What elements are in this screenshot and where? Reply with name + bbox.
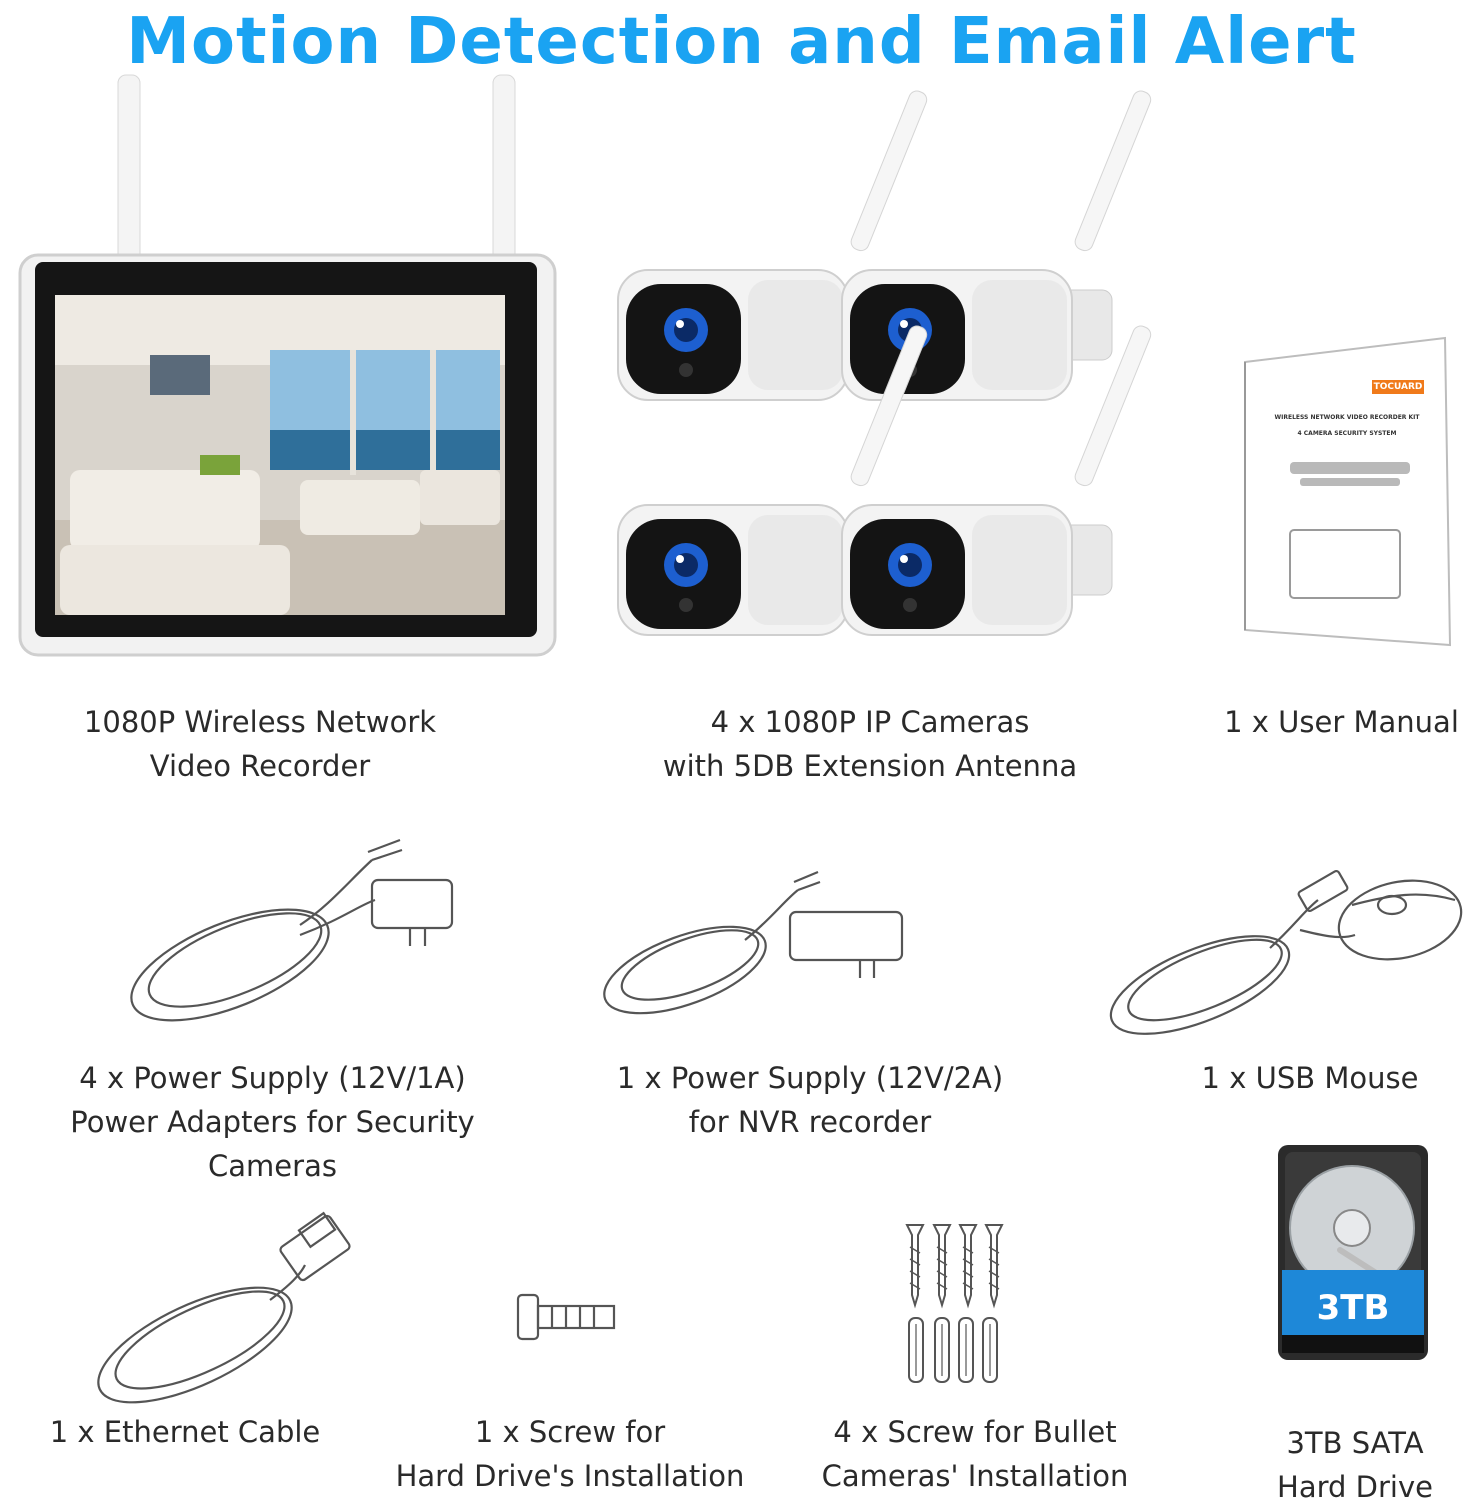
manual-subheading: 4 CAMERA SECURITY SYSTEM [1297,430,1397,437]
usb-mouse-icon [1109,869,1463,1035]
power-adapter-icon [130,838,454,1022]
screw-icon [516,1293,616,1341]
nvr-monitor-icon [18,74,557,657]
manual-caption: 1 x User Manual [1200,700,1483,744]
cameras-caption: 4 x 1080P IP Cameras with 5DB Extension … [620,700,1120,788]
hard-drive-icon [1278,1145,1428,1360]
power-adapter-icon [603,870,904,1015]
caption-line: Hard Drive's Installation [395,1459,745,1493]
user-manual-icon [1244,336,1452,647]
caption-line: 1 x Screw for [474,1415,666,1449]
caption-line: Video Recorder [149,749,371,783]
caption-line: Cameras' Installation [821,1459,1129,1493]
caption-line: 4 x Screw for Bullet [833,1415,1117,1449]
caption-line: Power Adapters for Security [70,1105,475,1139]
ethernet-cable-icon [97,1211,351,1404]
hdd-label: 3TB [1316,1288,1390,1328]
caption-line: with 5DB Extension Antenna [662,749,1078,783]
caption-line: 3TB SATA [1286,1426,1424,1460]
nvr-caption: 1080P Wireless Network Video Recorder [30,700,490,788]
power-supply-nvr-caption: 1 x Power Supply (12V/2A) for NVR record… [570,1056,1050,1144]
power-supply-cameras-caption: 4 x Power Supply (12V/1A) Power Adapters… [20,1056,525,1188]
caption-line: 1 x Ethernet Cable [49,1415,321,1449]
caption-line: Cameras [208,1149,337,1183]
ethernet-caption: 1 x Ethernet Cable [30,1410,340,1454]
caption-line: 4 x 1080P IP Cameras [710,705,1030,739]
hdd-screw-caption: 1 x Screw for Hard Drive's Installation [370,1410,770,1498]
caption-line: Hard Drive [1277,1470,1433,1504]
page-title: Motion Detection and Email Alert [126,5,1357,79]
caption-line: 1 x USB Mouse [1201,1061,1419,1095]
caption-line: 1 x Power Supply (12V/2A) [616,1061,1004,1095]
caption-line: 4 x Power Supply (12V/1A) [79,1061,466,1095]
caption-line: 1 x User Manual [1224,705,1459,739]
camera-screws-caption: 4 x Screw for Bullet Cameras' Installati… [790,1410,1160,1498]
manual-brand: TOCUARD [1373,382,1423,392]
hard-drive-caption: 3TB SATA Hard Drive [1240,1421,1470,1509]
manual-heading: WIRELESS NETWORK VIDEO RECORDER KIT [1274,414,1420,421]
caption-line: for NVR recorder [688,1105,932,1139]
mouse-caption: 1 x USB Mouse [1150,1056,1470,1100]
caption-line: 1080P Wireless Network [83,705,437,739]
